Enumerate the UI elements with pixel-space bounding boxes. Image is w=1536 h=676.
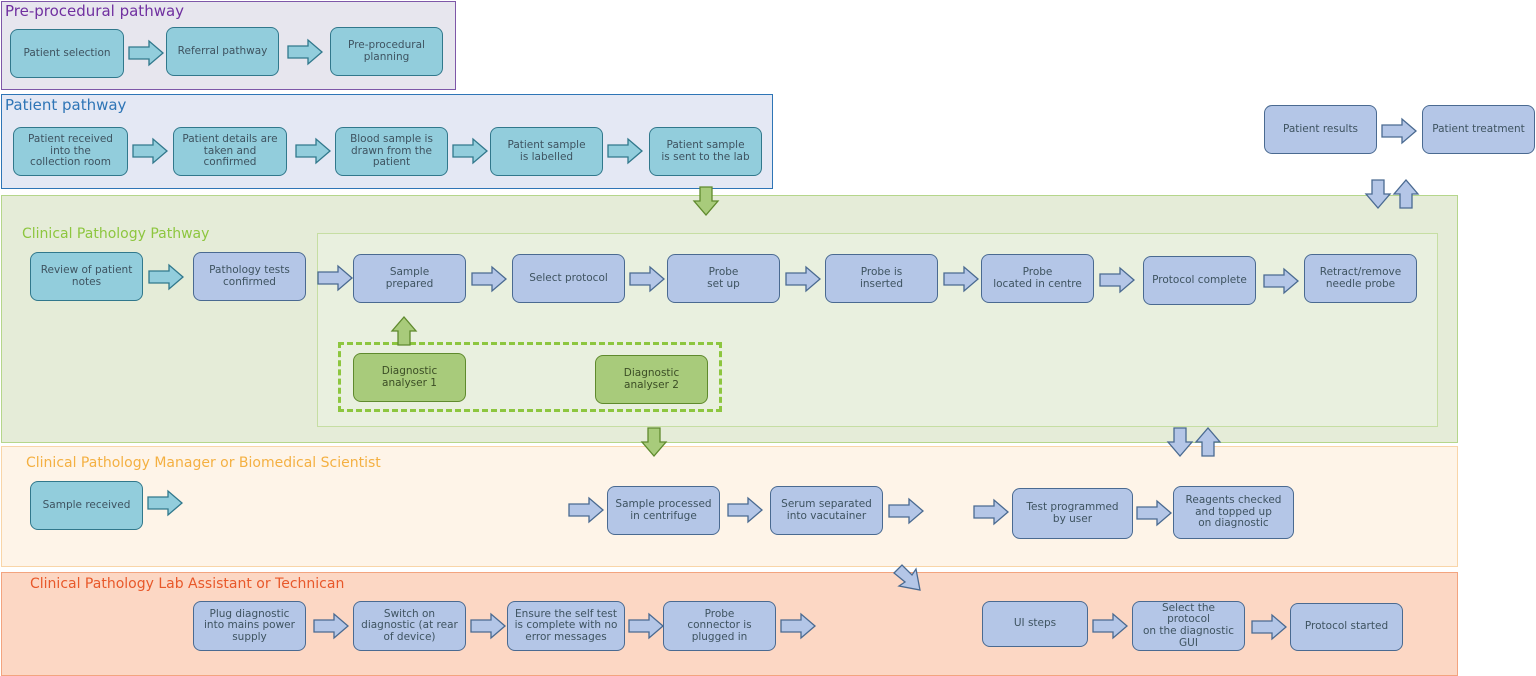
- box-patient-received: Patient received into the collection roo…: [13, 127, 128, 176]
- box-probe-connector: Probe connector is plugged in: [663, 601, 776, 651]
- diagnostic-analyser-group: [338, 342, 722, 412]
- box-serum-separated: Serum separated into vacutainer: [770, 486, 883, 535]
- box-centrifuge: Sample processed in centrifuge: [607, 486, 720, 535]
- box-protocol-complete: Protocol complete: [1143, 256, 1256, 305]
- box-analyser-2: Diagnostic analyser 2: [595, 355, 708, 404]
- box-select-protocol: Select protocol: [512, 254, 625, 303]
- box-select-gui: Select the protocol on the diagnostic GU…: [1132, 601, 1245, 651]
- lane-title-assistant: Clinical Pathology Lab Assistant or Tech…: [30, 576, 345, 592]
- arrow-right-icon: [1381, 118, 1417, 144]
- box-self-test: Ensure the self test is complete with no…: [507, 601, 625, 651]
- box-patient-selection: Patient selection: [10, 29, 124, 78]
- box-plug-in: Plug diagnostic into mains power supply: [193, 601, 306, 651]
- box-ui-steps: UI steps: [982, 601, 1088, 647]
- box-review-notes: Review of patient notes: [30, 252, 143, 301]
- box-blood-drawn: Blood sample is drawn from the patient: [335, 127, 448, 176]
- box-referral-pathway: Referral pathway: [166, 27, 279, 76]
- lane-title-clinical-pathology: Clinical Pathology Pathway: [22, 226, 210, 242]
- box-probe-setup: Probe set up: [667, 254, 780, 303]
- box-retract-probe: Retract/remove needle probe: [1304, 254, 1417, 303]
- box-probe-located: Probe located in centre: [981, 254, 1094, 303]
- box-protocol-started: Protocol started: [1290, 603, 1403, 651]
- box-reagents-checked: Reagents checked and topped up on diagno…: [1173, 486, 1294, 539]
- lane-title-manager: Clinical Pathology Manager or Biomedical…: [26, 455, 381, 471]
- lane-title-patient-pathway: Patient pathway: [5, 96, 127, 114]
- box-switch-on: Switch on diagnostic (at rear of device): [353, 601, 466, 651]
- box-sample-received: Sample received: [30, 481, 143, 530]
- lane-title-pre-procedural: Pre-procedural pathway: [5, 2, 185, 20]
- box-test-programmed: Test programmed by user: [1012, 488, 1133, 539]
- box-patient-results: Patient results: [1264, 105, 1377, 154]
- box-probe-inserted: Probe is inserted: [825, 254, 938, 303]
- box-sent-to-lab: Patient sample is sent to the lab: [649, 127, 762, 176]
- box-details-confirmed: Patient details are taken and confirmed: [173, 127, 287, 176]
- box-sample-labelled: Patient sample is labelled: [490, 127, 603, 176]
- box-preprocedural-planning: Pre-procedural planning: [330, 27, 443, 76]
- box-patient-treatment: Patient treatment: [1422, 105, 1535, 154]
- box-analyser-1: Diagnostic analyser 1: [353, 353, 466, 402]
- box-sample-prepared: Sample prepared: [353, 254, 466, 303]
- box-tests-confirmed: Pathology tests confirmed: [193, 252, 306, 301]
